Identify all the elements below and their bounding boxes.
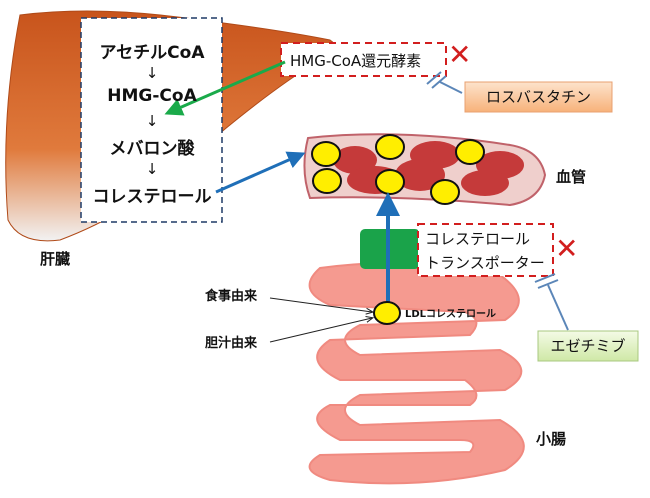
pathway-hmg-coa: HMG-CoA [107,86,197,106]
drug1-box [464,81,613,113]
inhibition-line-1 [426,71,463,94]
blue-arrow-liver-to-vessel [215,151,306,194]
transporter-line1: コレステロール [425,230,531,248]
dietary-arrow [269,297,372,312]
pathway-arrow-icon: ↓ [145,64,159,82]
transporter-box [417,223,554,277]
drug-ezetimibe: エゼチミブ [550,337,626,355]
ldl-particles [311,134,485,205]
biliary-source-label: 胆汁由来 [205,336,258,351]
block-x-icon: ✕ [448,38,472,71]
pathway-arrow-icon: ↓ [145,112,159,130]
ldl-particle-intestine [373,301,401,325]
block-x-icon: ✕ [555,232,579,265]
biliary-arrow [269,318,372,343]
vessel-label: 血管 [556,168,587,186]
pathway-acetyl-coa: アセチルCoA [99,43,205,63]
liver-label: 肝臓 [40,250,71,268]
pathway-mevalonate: メバロン酸 [109,139,195,159]
green-arrow [164,60,286,116]
enzyme-box [280,42,447,77]
small-intestine [308,261,525,485]
intestine-label: 小腸 [536,430,567,448]
pathway-cholesterol: コレステロール [92,187,212,207]
pathway-arrow-icon: ↓ [145,160,159,178]
drug2-box [537,330,639,362]
inhibition-line-2 [534,273,569,331]
drug-rosuvastatin: ロスバスタチン [485,88,591,106]
pathway-box [80,17,223,223]
dietary-source-label: 食事由来 [205,289,258,304]
enzyme-label: HMG-CoA還元酵素 [290,52,422,70]
transporter-line2: トランスポーター [425,254,545,272]
ldl-label: LDLコレステロール [405,309,497,320]
